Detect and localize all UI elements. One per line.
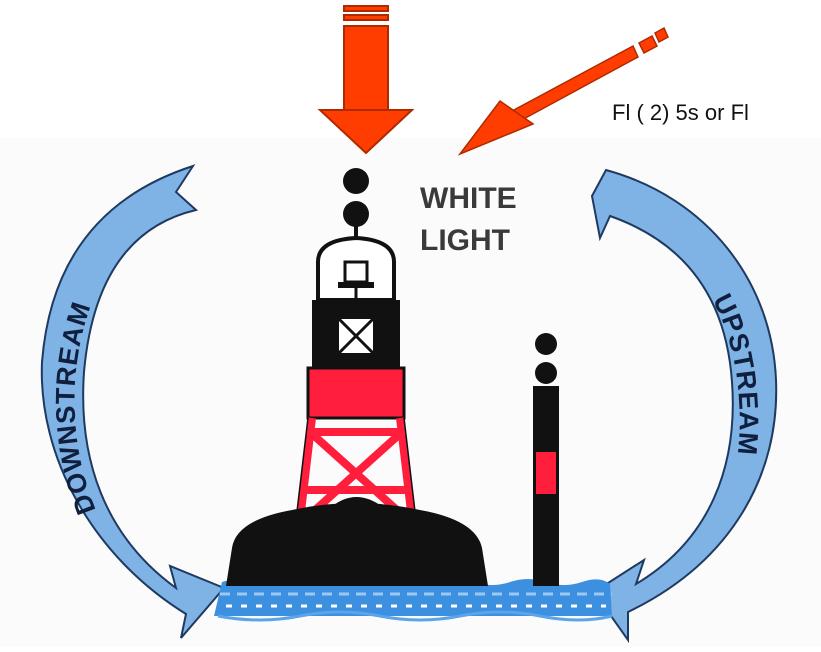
light-characteristic-label: Fl ( 2) 5s or Fl [612,100,749,126]
daymark-ball-icon [343,168,369,194]
white-light-line2: LIGHT [420,224,510,257]
small-beacon [533,333,559,586]
white-light-line1: WHITE [420,182,517,215]
daymark-ball-icon [535,362,557,384]
daymark-ball-icon [535,333,557,355]
daymark-ball-icon [343,201,369,227]
down-arrow-icon [320,6,412,153]
diagonal-arrow-icon [460,28,668,154]
